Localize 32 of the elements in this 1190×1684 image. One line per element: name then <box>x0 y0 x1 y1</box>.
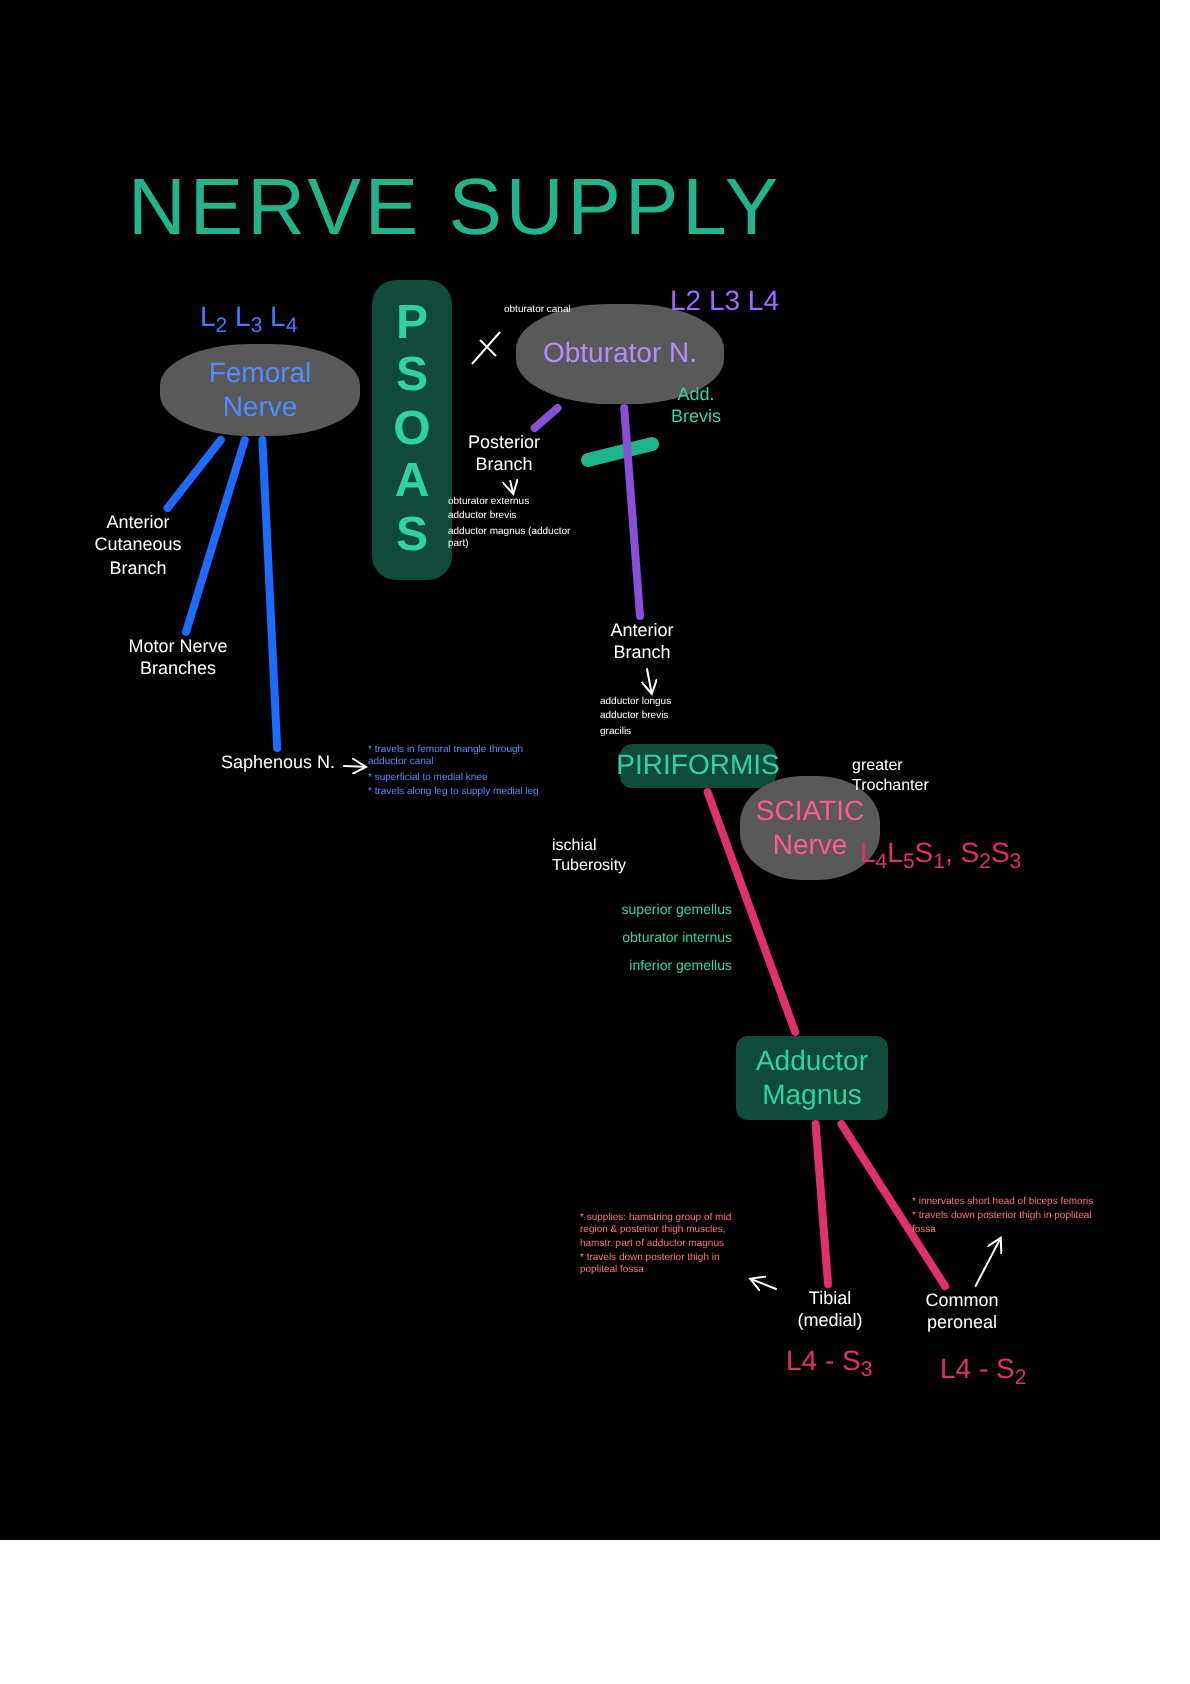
branch-label: Motor Nerve Branches <box>126 636 230 681</box>
nerve-line <box>620 404 644 620</box>
muscle-box: Adductor Magnus <box>736 1036 888 1120</box>
nerve-label: Tibial (medial) <box>795 1288 865 1333</box>
nerve-line <box>258 436 282 752</box>
title: NERVE SUPPLY <box>128 162 783 256</box>
nerve-label: Common peroneal <box>923 1290 1001 1335</box>
arrow <box>974 1236 1003 1287</box>
spinal-level-label: L2 L3 L4 <box>670 282 779 320</box>
spinal-level-label: L4 - S$_{3}$ <box>786 1342 873 1382</box>
spinal-level-label: L4 - S$_{2}$ <box>940 1350 1027 1390</box>
nerve-line <box>811 1120 832 1288</box>
branch-label: Anterior Branch <box>608 620 676 665</box>
nerve-cloud: Femoral Nerve <box>160 344 360 436</box>
landmark-label: ischial Tuberosity <box>552 836 629 876</box>
arrow <box>343 757 367 776</box>
nerve-line <box>837 1120 949 1290</box>
arrow <box>749 1275 777 1293</box>
nerve-line <box>182 436 249 636</box>
arrow <box>640 668 658 695</box>
nerve-line <box>530 404 562 432</box>
branch-label: Anterior Cutaneous Branch <box>92 512 184 580</box>
landmark-label: greater Trochanter <box>852 756 931 796</box>
spinal-level-label: L$_{2}$ L$_{3}$ L$_{4}$ <box>200 298 298 338</box>
spinal-level-label: L$_{4}$L$_{5}$S$_{1}$, S$_{2}$S$_{3}$ <box>860 834 1022 874</box>
muscle-label: Add. Brevis <box>668 384 723 429</box>
branch-label: Posterior Branch <box>465 432 542 477</box>
nerve-line <box>163 436 225 512</box>
nerve-line <box>703 788 800 1036</box>
arrow <box>501 477 519 495</box>
muscle-box: PIRIFORMIS <box>620 744 776 788</box>
nerve-label: Saphenous N. <box>220 752 336 775</box>
